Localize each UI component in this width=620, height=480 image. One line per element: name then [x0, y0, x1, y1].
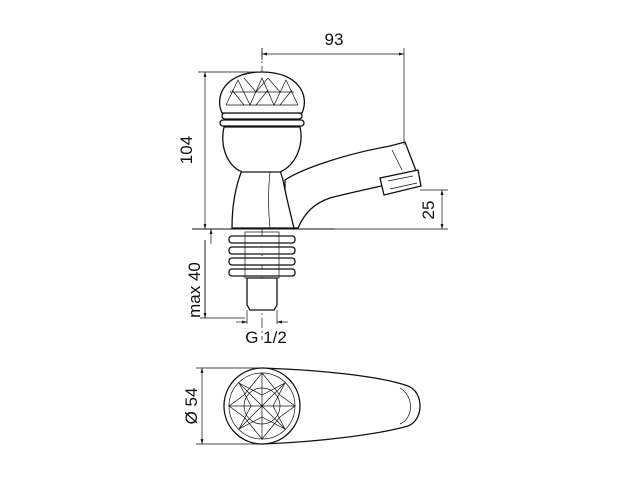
tap-body: [231, 169, 295, 229]
handle-base: [222, 126, 302, 173]
dim-25-label: 25: [419, 201, 438, 220]
dim-thread-label: G 1/2: [245, 328, 287, 347]
handle-knob: [218, 71, 306, 114]
top-view: Ø 54: [182, 367, 421, 445]
shank: [246, 277, 278, 311]
spout-top: [261, 367, 421, 445]
dimension-lines: 93 104 25 max 40 G 1/2: [177, 30, 448, 347]
dim-104-label: 104: [177, 136, 196, 164]
dim-max40-label: max 40: [185, 262, 204, 318]
side-view: [192, 48, 422, 340]
dim-diameter-label: Ø 54: [182, 388, 201, 425]
dim-93-label: 93: [325, 30, 344, 49]
